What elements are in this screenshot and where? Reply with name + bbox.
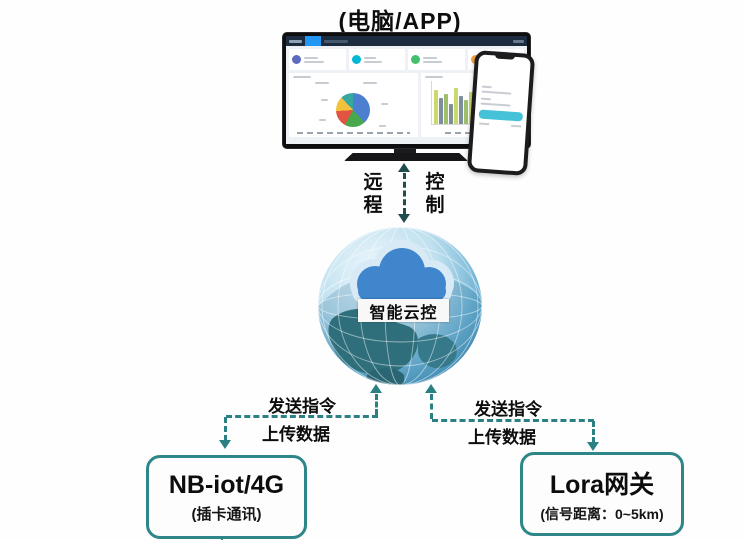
phone-form-field	[480, 102, 511, 107]
left-link-segment	[375, 394, 378, 415]
stat-icon-cyan	[351, 55, 361, 64]
left-link-segment	[226, 415, 378, 418]
pie-chart	[336, 93, 371, 127]
upload-data-label: 上传数据	[468, 428, 536, 447]
remote-label: 远程	[363, 172, 383, 216]
cloud-banner: 智能云控	[358, 299, 449, 322]
upload-data-label: 上传数据	[262, 425, 330, 444]
nb-iot-subtitle: (插卡通讯)	[191, 505, 262, 523]
phone-form-label	[480, 97, 492, 101]
phone-login-button	[478, 109, 524, 122]
dashboard-active-tab	[305, 36, 321, 46]
page-title: (电脑/APP)	[338, 8, 462, 34]
stat-icon-green	[411, 55, 420, 64]
arrow-up-icon	[398, 163, 410, 172]
lora-gateway-node: Lora网关 (信号距离：0~5km)	[520, 452, 684, 536]
stat-card	[289, 49, 346, 70]
control-label: 控制	[425, 172, 445, 216]
arrow-down-icon	[219, 440, 231, 449]
monitor-stand-base	[344, 153, 468, 161]
arrow-up-icon	[425, 384, 437, 393]
arrow-down-icon	[398, 214, 410, 223]
remote-control-link	[403, 173, 406, 214]
nb-iot-node: NB-iot/4G (插卡通讯)	[146, 455, 307, 539]
stat-card	[408, 49, 465, 70]
cloud-icon	[357, 248, 446, 302]
phone-form-field	[481, 90, 512, 95]
pie-legend	[297, 132, 410, 134]
dashboard-user-menu	[513, 39, 524, 43]
monitor-stand-neck	[394, 148, 416, 154]
dashboard-navbar	[286, 36, 527, 46]
lora-gateway-title: Lora网关	[549, 470, 655, 499]
phone	[466, 50, 536, 176]
arrow-down-icon	[587, 442, 599, 451]
right-link-segment	[430, 394, 433, 419]
left-link-segment	[224, 417, 227, 441]
lora-gateway-subtitle: (信号距离：0~5km)	[540, 505, 664, 522]
dashboard-tab	[324, 39, 348, 43]
phone-form-label	[481, 85, 492, 89]
stat-icon-indigo	[292, 55, 301, 64]
send-command-label: 发送指令	[268, 397, 336, 416]
arrow-up-icon	[370, 384, 382, 393]
send-command-label: 发送指令	[474, 400, 542, 419]
right-link-segment	[432, 419, 594, 422]
phone-links	[474, 122, 526, 128]
nb-iot-title: NB-iot/4G	[168, 470, 285, 499]
dashboard-logo	[289, 39, 302, 43]
stat-card	[348, 49, 405, 70]
right-link-segment	[592, 421, 595, 443]
pie-chart-panel	[289, 73, 418, 137]
